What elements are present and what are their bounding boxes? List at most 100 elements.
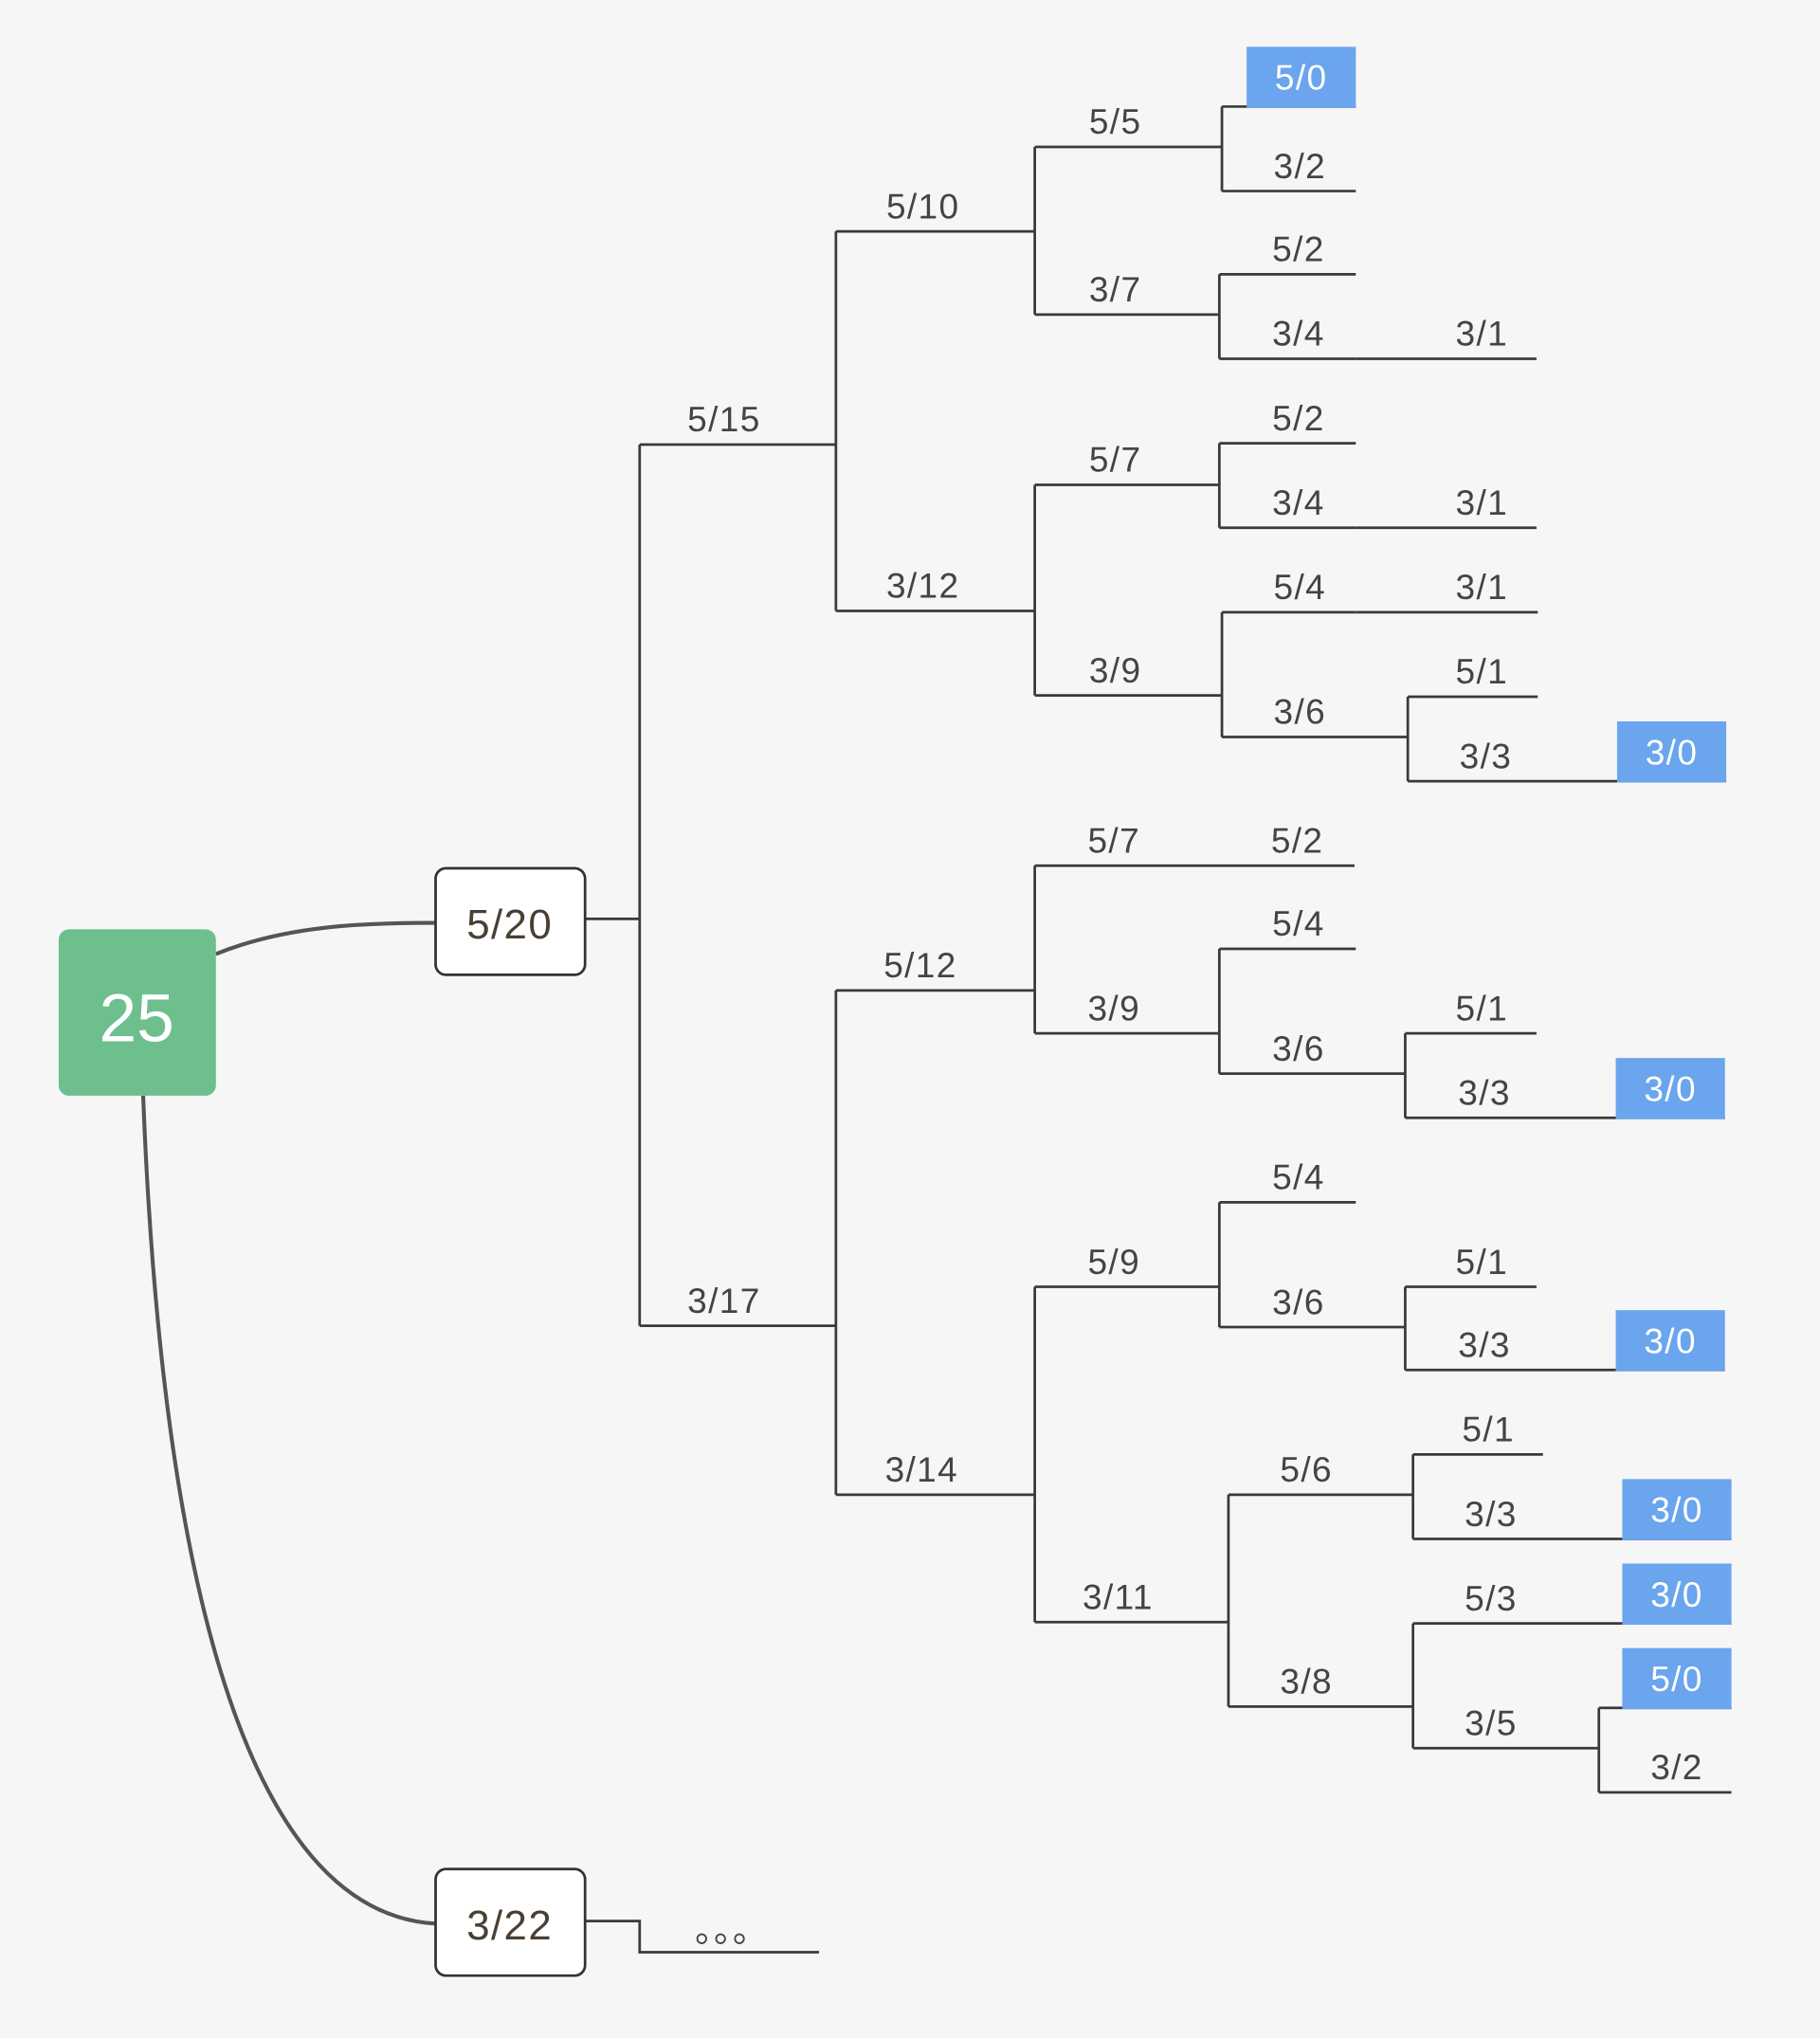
continuation-ellipsis: 。。。 [695, 1910, 769, 1950]
tree-node[interactable]: 5/12 [835, 945, 1035, 992]
node-label: 5/1 [1462, 1410, 1515, 1449]
tree-node[interactable]: 5/1 [1408, 651, 1538, 699]
node-label: 5/7 [1089, 440, 1142, 480]
tree-node[interactable]: 5/1 [1405, 988, 1537, 1035]
tree-node[interactable]: 5/2 [1219, 398, 1356, 445]
tree-node[interactable]: 3/3 [1412, 1494, 1623, 1540]
root-node[interactable]: 25 [58, 929, 216, 1096]
node-label: 3/1 [1456, 482, 1509, 522]
node-label: 5/6 [1280, 1449, 1333, 1489]
tree-node[interactable]: 5/1 [1405, 1242, 1537, 1288]
tree-node-highlighted[interactable]: 5/0 [1222, 46, 1356, 108]
node-label: 3/9 [1089, 650, 1142, 690]
highlight-box [1615, 1310, 1725, 1372]
tree-node-highlighted[interactable]: 3/0 [1615, 1058, 1725, 1119]
tree-node[interactable]: 5/4 [1222, 567, 1356, 614]
node-label: 5/2 [1272, 398, 1325, 438]
node-label: 5/9 [1087, 1242, 1140, 1282]
node-label: 3/9 [1087, 988, 1140, 1028]
tree-node[interactable]: 3/1 [1356, 314, 1537, 360]
tree-node[interactable]: 3/6 [1219, 1028, 1406, 1075]
tree-node[interactable]: 5/9 [1034, 1242, 1220, 1288]
node-label: 3/5 [1465, 1703, 1518, 1743]
tree-node[interactable]: 3/9 [1034, 650, 1223, 697]
node-label: 3/6 [1272, 1028, 1325, 1068]
node-label: 5/4 [1274, 567, 1327, 607]
node-label: 5/7 [1087, 820, 1140, 860]
node-label: 3/17 [687, 1281, 761, 1320]
tree-node-highlighted[interactable]: 3/0 [1622, 1563, 1732, 1625]
node-label: 3/3 [1465, 1494, 1518, 1534]
node-label: 3/11 [1083, 1577, 1154, 1617]
node-label: 5/1 [1456, 1242, 1509, 1282]
node-label: 3/0 [1650, 1490, 1703, 1530]
tree-node[interactable]: 5/3 [1412, 1578, 1623, 1625]
tree-node[interactable]: 3/17 [639, 1281, 836, 1327]
node-label: 3/4 [1272, 314, 1325, 354]
root-to-3-22-curve [140, 1095, 436, 1926]
tree-node[interactable]: 3/6 [1219, 1282, 1406, 1329]
tree-node[interactable]: 3/4 [1219, 482, 1356, 530]
tree-node-highlighted[interactable]: 3/0 [1622, 1479, 1732, 1540]
branch-node-5-20[interactable]: 5/20 [434, 866, 587, 976]
tree-node[interactable]: 5/4 [1219, 903, 1356, 951]
tree-nodes: 5/15 3/17 5/10 3/12 5/5 3/7 5/0 3/2 5/2 3/4 3/1 5/7… [639, 46, 1732, 1794]
tree-node[interactable]: 3/3 [1405, 1072, 1616, 1119]
node-label: 5/0 [1650, 1659, 1703, 1699]
tree-node[interactable]: 3/5 [1412, 1703, 1599, 1750]
tree-node[interactable]: 3/9 [1034, 988, 1220, 1035]
node-label: 3/3 [1458, 1325, 1511, 1365]
tree-node[interactable]: 3/14 [835, 1449, 1035, 1497]
tree-node[interactable]: 3/1 [1356, 567, 1538, 614]
tree-node[interactable]: 3/12 [835, 566, 1035, 612]
tree-node[interactable]: 3/7 [1034, 269, 1220, 317]
node-label: 5/0 [1275, 58, 1328, 98]
node-label: 5/2 [1272, 229, 1325, 269]
node-label: 3/0 [1644, 1068, 1697, 1108]
tree-node[interactable]: 5/2 [1219, 229, 1356, 276]
node-label: 5/5 [1089, 101, 1142, 141]
tree-node[interactable]: 5/4 [1219, 1157, 1356, 1204]
highlight-box [1616, 721, 1727, 783]
node-label: 5/3 [1465, 1578, 1518, 1618]
tree-node[interactable]: 3/6 [1222, 692, 1409, 738]
tree-node[interactable]: 3/3 [1408, 736, 1619, 783]
tree-node[interactable]: 3/8 [1228, 1662, 1413, 1708]
highlight-box [1622, 1647, 1732, 1710]
tree-node-highlighted[interactable]: 3/0 [1615, 1310, 1725, 1372]
tree-node[interactable]: 5/6 [1228, 1449, 1413, 1497]
tree-node-highlighted[interactable]: 3/0 [1616, 721, 1727, 783]
tree-node[interactable]: 5/7 [1034, 820, 1168, 867]
tree-node[interactable]: 5/5 [1034, 101, 1223, 149]
node-label: 5/10 [886, 186, 960, 226]
tree-node[interactable]: 5/2 [1167, 820, 1355, 867]
node-label: 3/6 [1272, 1282, 1325, 1321]
node-label: 3/0 [1646, 732, 1699, 772]
node-label: 3/4 [1272, 482, 1325, 522]
tree-node[interactable]: 5/1 [1412, 1410, 1543, 1456]
node-label: 3/12 [886, 566, 960, 606]
tree-node[interactable]: 3/4 [1219, 314, 1356, 360]
node-label: 5/15 [687, 399, 761, 439]
node-label: 3/0 [1644, 1320, 1697, 1360]
node-label: 3/1 [1456, 314, 1509, 354]
tree-node[interactable]: 5/15 [639, 399, 836, 446]
node-label: 5/2 [1271, 820, 1324, 860]
tree-node[interactable]: 3/2 [1222, 146, 1356, 192]
node-label: 3/1 [1456, 567, 1509, 607]
tree-node[interactable]: 3/1 [1356, 482, 1537, 530]
node-label: 5/4 [1272, 1157, 1325, 1197]
highlight-box [1622, 1479, 1732, 1540]
tree-node[interactable]: 5/7 [1034, 440, 1220, 486]
branch-node-3-22[interactable]: 3/22 [434, 1867, 587, 1977]
tree-node[interactable]: 5/10 [835, 186, 1035, 233]
tree-node[interactable]: 3/11 [1034, 1577, 1228, 1624]
node-label: 5/12 [883, 945, 957, 985]
highlight-box [1247, 46, 1356, 108]
node-label: 3/3 [1460, 736, 1513, 775]
tree-node-highlighted[interactable]: 5/0 [1598, 1647, 1732, 1710]
node-label: 5/4 [1272, 903, 1325, 943]
tree-node[interactable]: 3/2 [1598, 1747, 1732, 1794]
tree-node[interactable]: 3/3 [1405, 1325, 1616, 1372]
connector-lines [140, 106, 1601, 1954]
